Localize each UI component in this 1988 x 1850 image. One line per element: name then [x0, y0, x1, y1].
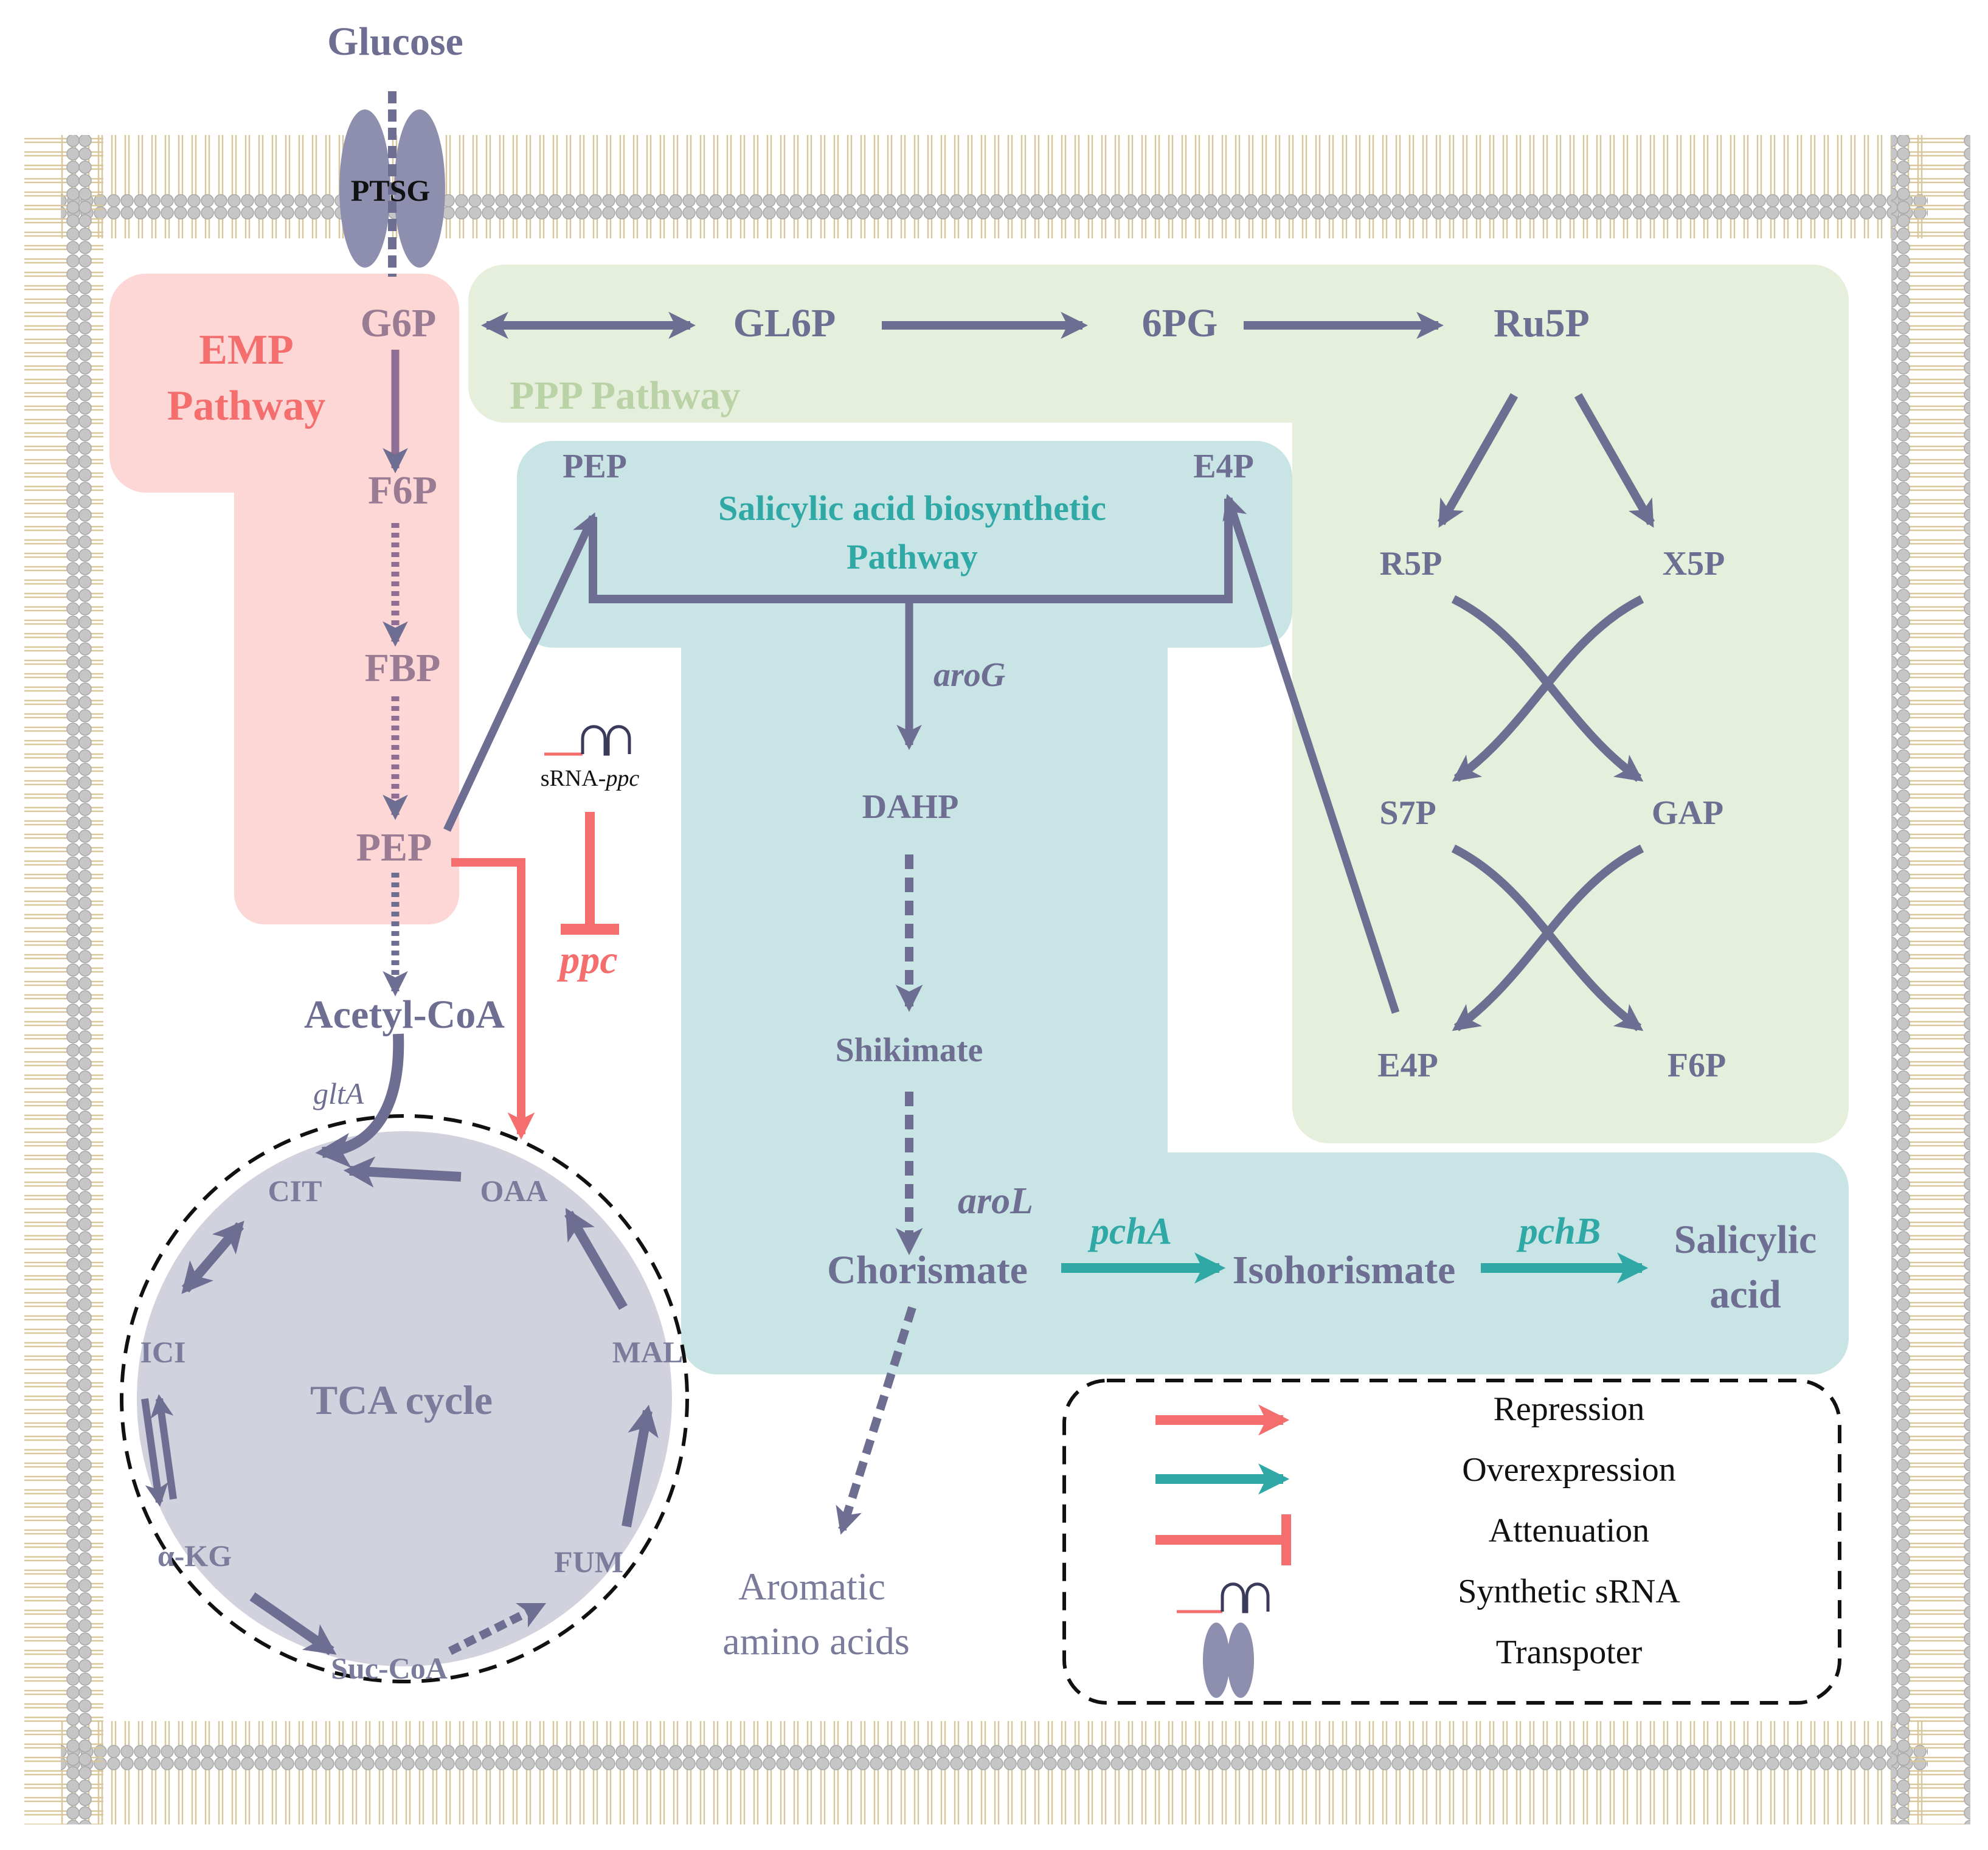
salicylic-pathway-title-1: Salicylic acid biosynthetic: [718, 488, 1106, 528]
acetyl-coa-to-cit-arrow: [315, 1033, 404, 1168]
ptsg-label: PTSG: [351, 173, 431, 207]
ppp-pathway-label: PPP Pathway: [510, 373, 740, 418]
legend-box: [1062, 1379, 1841, 1705]
e4p-ppp-label: E4P: [1377, 1047, 1438, 1084]
f6p-label: F6P: [368, 468, 437, 513]
fum-label: FUM: [554, 1545, 623, 1579]
legend-transporter-icon: [1203, 1623, 1254, 1698]
legend-synthetic-srna-icon: [1177, 1582, 1270, 1613]
fbp-label: FBP: [365, 646, 441, 690]
fum-to-mal-arrow: [622, 1404, 659, 1528]
ru5p-to-x5p-arrow: [1574, 393, 1655, 528]
aromatic-amino-acids-label-2: amino acids: [722, 1620, 909, 1663]
succoa-label: Suc-CoA: [331, 1651, 448, 1685]
pchb-label: pchB: [1516, 1211, 1601, 1252]
sal-pep-label: PEP: [563, 448, 627, 485]
ici-label: ICI: [140, 1335, 185, 1369]
acetyl-coa-label: Acetyl-CoA: [304, 993, 505, 1037]
dahp-label: DAHP: [862, 788, 959, 826]
x5p-to-s7p-arrow: [1452, 595, 1644, 782]
sal-e4p-label: E4P: [1193, 448, 1254, 485]
pep-to-oaa-repressed-arrow: [451, 858, 535, 1140]
6pg-label: 6PG: [1142, 301, 1218, 345]
glta-label: gltA: [313, 1076, 364, 1110]
ppp-pathway-region: [468, 265, 1849, 1143]
f6p-ppp-label: F6P: [1668, 1047, 1726, 1084]
gl6p-label: GL6P: [733, 301, 836, 345]
ru5p-to-r5p-arrow: [1437, 393, 1519, 528]
chorismate-to-aromatic-arrow: [836, 1306, 916, 1535]
s7p-label: S7P: [1379, 794, 1436, 832]
isochorismate-label: Isohorismate: [1233, 1248, 1456, 1292]
gap-to-e4p-arrow: [1452, 844, 1644, 1031]
legend-overexpression-label: Overexpression: [1462, 1451, 1675, 1489]
oaa-label: OAA: [480, 1174, 547, 1208]
pcha-label: pchA: [1087, 1211, 1172, 1252]
srna-ppc-prefix: sRNA-: [541, 766, 606, 791]
e4p-to-sal-e4p-arrow: [1222, 494, 1400, 1014]
legend-synthetic-srna-label: Synthetic sRNA: [1458, 1573, 1680, 1610]
salicylic-acid-label-2: acid: [1709, 1272, 1781, 1317]
cit-label: CIT: [268, 1174, 322, 1208]
emp-pathway-label-1: EMP: [199, 327, 294, 373]
mal-label: MAL: [612, 1335, 684, 1369]
legend-transporter-label: Transpoter: [1496, 1633, 1643, 1671]
transporter-icon: [339, 109, 445, 268]
ppc-label: ppc: [556, 938, 617, 982]
srna-ppc-gene: ppc: [604, 766, 639, 791]
emp-pathway-label-2: Pathway: [167, 383, 326, 429]
salicylic-acid-label-1: Salicylic: [1674, 1218, 1817, 1262]
legend-repression-label: Repression: [1494, 1390, 1645, 1428]
legend-attenuation-label: Attenuation: [1489, 1512, 1649, 1550]
glucose-label: Glucose: [327, 19, 463, 64]
arol-label: aroL: [958, 1180, 1033, 1222]
g6p-label: G6P: [361, 301, 437, 345]
arog-label: aroG: [933, 656, 1005, 694]
ppc-attenuation-symbol: [561, 812, 619, 935]
akg-label: α-KG: [158, 1539, 232, 1573]
pep-to-sal-pep-arrow: [443, 512, 597, 832]
salicylic-pathway-title-2: Pathway: [847, 537, 978, 577]
akg-to-succoa-arrow: [249, 1592, 337, 1655]
chorismate-label: Chorismate: [827, 1248, 1028, 1292]
x5p-label: X5P: [1663, 545, 1725, 583]
cit-ici-arrow: [181, 1221, 244, 1294]
ru5p-label: Ru5P: [1494, 301, 1590, 345]
synthetic-srna-icon: [544, 725, 631, 756]
legend-attenuation-symbol: [1155, 1514, 1291, 1565]
tca-cycle-label: TCA cycle: [310, 1377, 493, 1423]
tca-cycle-circle: [137, 1131, 672, 1666]
shikimate-label: Shikimate: [836, 1031, 983, 1069]
mal-to-oaa-arrow: [564, 1208, 628, 1311]
pep-label: PEP: [356, 825, 432, 870]
oaa-to-cit-arrow: [343, 1156, 462, 1188]
ici-akg-arrow-1: [141, 1398, 168, 1507]
lipid-bilayer-icon: [24, 135, 1970, 1824]
tca-cycle-boundary: [120, 1114, 689, 1683]
srna-ppc-label: sRNA-ppc: [541, 766, 640, 791]
r5p-label: R5P: [1380, 545, 1443, 583]
ici-akg-arrow-2: [150, 1394, 177, 1500]
aromatic-amino-acids-label-1: Aromatic: [738, 1565, 885, 1608]
gap-label: GAP: [1652, 794, 1723, 832]
